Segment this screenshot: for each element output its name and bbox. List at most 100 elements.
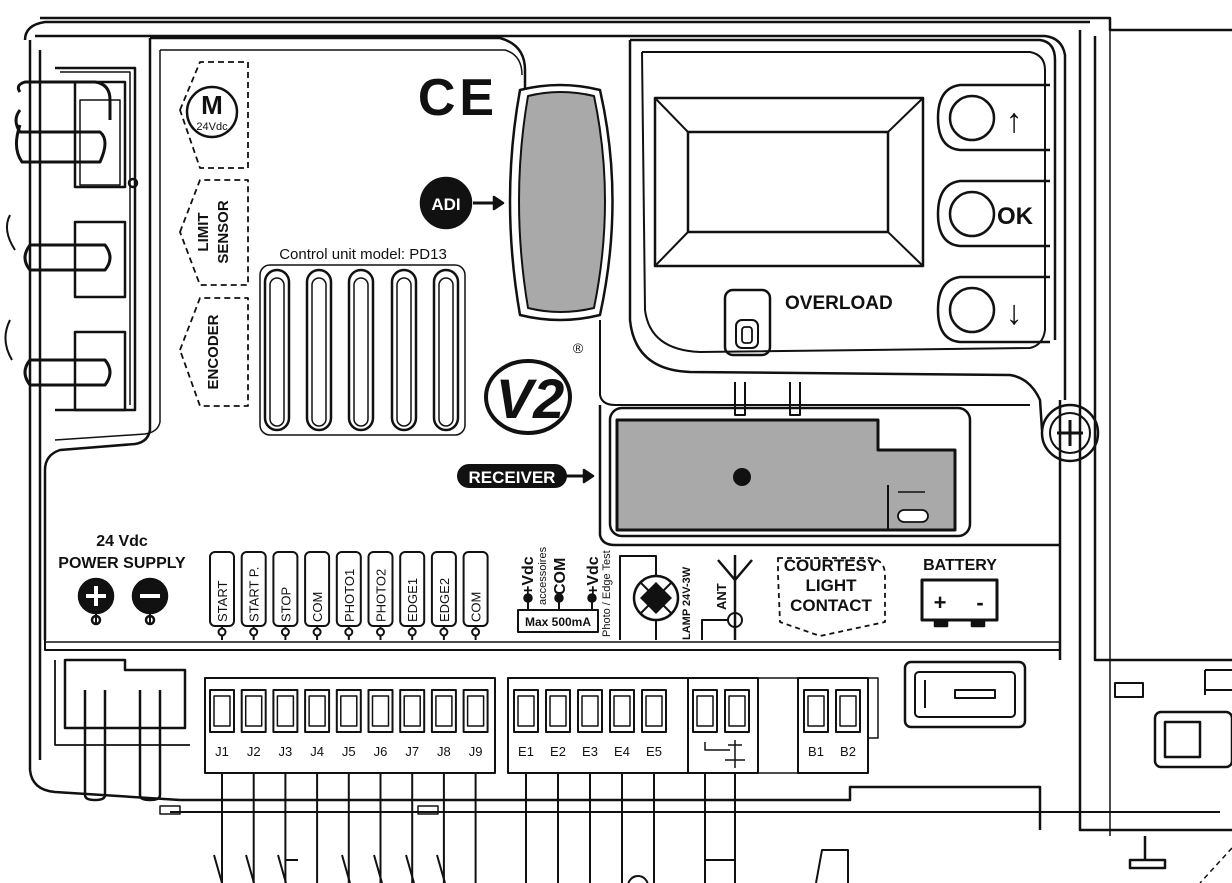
v2-logo-text: V2	[496, 367, 565, 430]
courtesy-hex	[777, 557, 886, 637]
j-input-label: PHOTO1	[342, 569, 357, 622]
overload-label: OVERLOAD	[785, 293, 893, 314]
adi-icon	[419, 176, 505, 230]
courtesy-line-3: CONTACT	[790, 596, 872, 615]
courtesy-line-2: LIGHT	[806, 576, 858, 595]
motor-letter: M	[201, 90, 223, 120]
terminal-screw[interactable]	[835, 689, 861, 733]
power-voltage-label: 24 Vdc	[96, 533, 148, 550]
vent-slots	[259, 264, 466, 436]
left-connectors	[4, 66, 139, 412]
e-terminal-label: E1	[518, 744, 534, 759]
b-terminal-block: B1 B2	[797, 677, 879, 774]
accessories-sublabel: accessoires	[537, 546, 549, 605]
e-terminal-label: E5	[646, 744, 662, 759]
j-input-label: STOP	[278, 587, 293, 622]
button-up-label: ↑	[1006, 102, 1023, 140]
receiver-module	[608, 382, 972, 538]
motor-voltage: 24Vdc	[196, 121, 228, 133]
battery-connector	[903, 660, 1027, 729]
button-down[interactable]	[936, 275, 1050, 344]
j-input-label: COM	[469, 592, 484, 622]
photo-edge-sublabel: Photo / Edge Test	[601, 550, 613, 637]
antenna-icon	[701, 555, 753, 640]
receiver-frame	[599, 320, 1030, 406]
b-terminal-label: B1	[808, 744, 824, 759]
display-panel	[630, 38, 1057, 340]
j-terminal-label: J9	[469, 744, 483, 759]
com-e-label: COM	[552, 558, 569, 595]
j-terminal-label: J7	[405, 744, 419, 759]
power-connector	[54, 658, 190, 802]
lcd-display	[653, 96, 925, 268]
model-label: Control unit model: PD13	[279, 246, 447, 263]
limit-label: LIMIT	[195, 212, 212, 251]
ant-terminal-block	[687, 677, 799, 774]
wires	[213, 773, 849, 883]
terminal-screw[interactable]	[513, 689, 539, 733]
label-hexes	[179, 61, 249, 407]
terminal-screw[interactable]	[430, 689, 457, 733]
j-terminal-label: J2	[247, 744, 261, 759]
terminal-screw[interactable]	[803, 689, 829, 733]
e-terminal-label: E4	[614, 744, 630, 759]
receiver-label: RECEIVER	[469, 468, 556, 487]
receiver-arrow	[457, 464, 595, 488]
lamp-label: LAMP 24V-3W	[681, 566, 693, 640]
lamp-icon	[632, 574, 680, 640]
battery-icon	[920, 578, 999, 628]
terminal-screw[interactable]	[367, 689, 394, 733]
e-terminal-label: E2	[550, 744, 566, 759]
v2-logo	[484, 359, 572, 435]
terminal-screw[interactable]	[641, 689, 667, 733]
accessory-terminals-art	[517, 555, 657, 640]
housing	[23, 16, 1232, 883]
upper-panel	[150, 36, 527, 90]
plus-icon	[77, 577, 115, 626]
j-input-label: EDGE2	[437, 578, 452, 622]
terminal-screw[interactable]	[209, 689, 235, 733]
terminal-screw[interactable]	[335, 689, 362, 733]
j-terminal-label: J3	[279, 744, 293, 759]
screw	[1040, 403, 1100, 463]
max-current-label: Max 500mA	[525, 615, 591, 629]
e-terminal-label: E3	[582, 744, 598, 759]
sensor-label: SENSOR	[215, 200, 232, 264]
battery-minus: -	[976, 590, 983, 615]
j-input-label: PHOTO2	[374, 569, 389, 622]
terminal-screw[interactable]	[545, 689, 571, 733]
courtesy-line-1: COURTESY	[784, 556, 879, 575]
j-input-label: EDGE1	[405, 578, 420, 622]
terminal-screw[interactable]	[272, 689, 299, 733]
adi-label: ADI	[431, 195, 460, 214]
e-terminal-block: E1 E2 E3 E4 E5	[507, 677, 689, 774]
battery-label: BATTERY	[923, 557, 997, 574]
b-terminal-label: B2	[840, 744, 856, 759]
terminal-screw[interactable]	[577, 689, 603, 733]
j-input-label: START P.	[247, 567, 262, 622]
power-supply-label: POWER SUPPLY	[58, 555, 186, 572]
v2-logo-mark: ®	[573, 340, 584, 356]
vdc-photo-label: +Vdc	[585, 556, 602, 595]
motor-icon	[185, 85, 239, 139]
j-terminal-label: J5	[342, 744, 356, 759]
j-input-label: COM	[310, 592, 325, 622]
ce-mark: CE	[418, 69, 498, 127]
terminal-screw[interactable]	[240, 689, 267, 733]
minus-icon	[131, 577, 169, 626]
button-ok[interactable]	[936, 179, 1050, 248]
antenna-label: ANT	[714, 583, 729, 610]
j-terminal-label: J1	[215, 744, 229, 759]
terminal-screw[interactable]	[462, 689, 489, 733]
terminal-screw[interactable]	[304, 689, 331, 733]
j-terminal-label: J6	[374, 744, 388, 759]
button-up[interactable]	[936, 83, 1050, 152]
terminal-screw[interactable]	[609, 689, 635, 733]
j-terminal-label: J8	[437, 744, 451, 759]
terminal-screw[interactable]	[399, 689, 426, 733]
battery-plus: +	[934, 590, 947, 615]
overload-led	[723, 288, 772, 357]
encoder-label: ENCODER	[205, 314, 222, 389]
